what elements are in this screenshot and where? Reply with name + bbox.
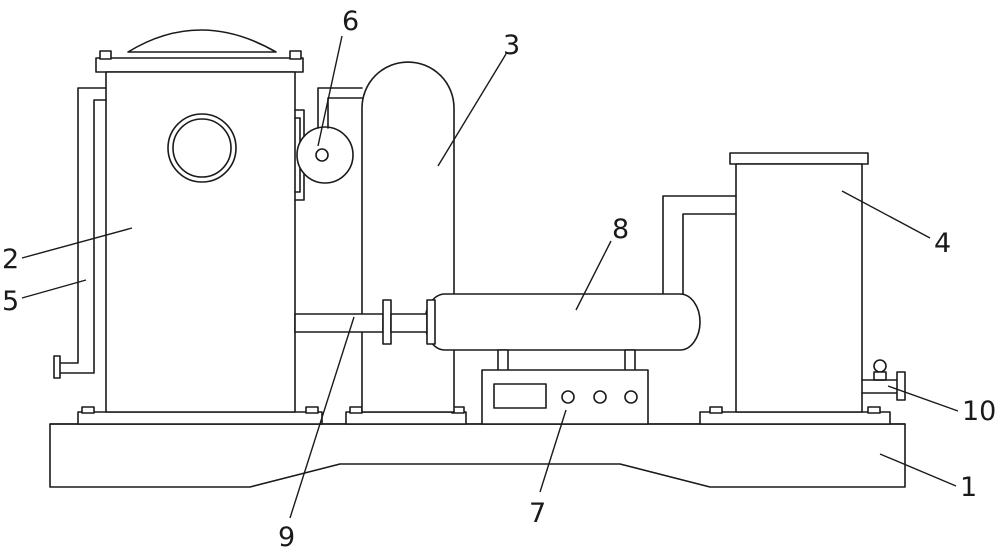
label-horizontal-vessel: 8: [612, 214, 629, 245]
outlet-valve: [861, 359, 906, 401]
foot-plates: [77, 406, 891, 425]
labels: 1 2 3 4 5 6 7 8 9 10: [2, 6, 996, 553]
label-pipe-left: 5: [2, 286, 19, 317]
control-box: [481, 369, 649, 425]
riser-pipe: [662, 195, 737, 297]
label-pump: 6: [342, 6, 359, 37]
label-base: 1: [960, 472, 977, 503]
label-control-box: 7: [529, 498, 546, 529]
base-platform: [49, 423, 906, 488]
label-outlet-valve: 10: [962, 396, 996, 427]
pump: [294, 87, 363, 201]
label-tank-left: 2: [2, 244, 19, 275]
horizontal-vessel: [424, 293, 701, 373]
right-tank: [729, 152, 869, 413]
label-column: 3: [503, 30, 520, 61]
connecting-pipe: [294, 299, 436, 345]
label-connecting-pipe: 9: [278, 522, 295, 553]
label-tank-right: 4: [934, 228, 951, 259]
column: [361, 61, 455, 413]
left-tank: [95, 29, 304, 413]
leader-lines: [21, 35, 959, 519]
left-pipe: [53, 87, 107, 379]
